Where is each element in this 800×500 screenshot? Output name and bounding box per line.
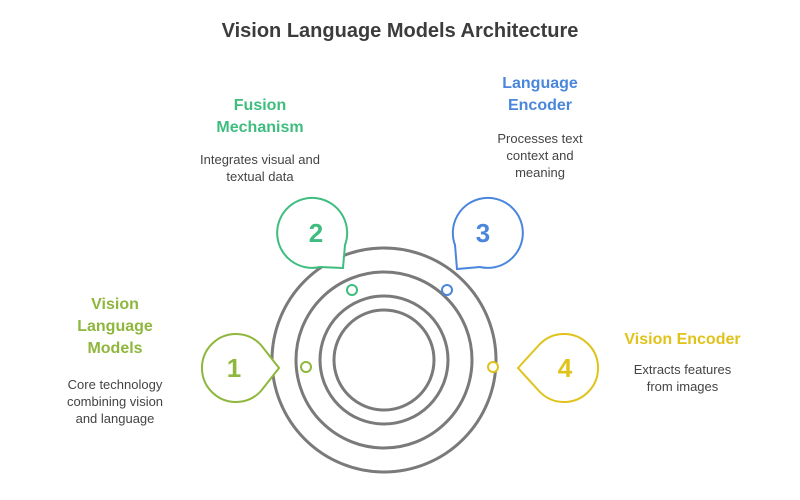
- connector-dot-1: [300, 361, 312, 373]
- connector-dot-2: [346, 284, 358, 296]
- middle-ring: [294, 270, 474, 450]
- item-3-description: Processes text context and meaning: [497, 131, 583, 180]
- diagram-title: Vision Language Models Architecture: [221, 20, 579, 42]
- callout-bubble-2: [276, 196, 349, 270]
- callout-number-3: 3: [476, 218, 490, 248]
- outer-ring: [270, 246, 498, 474]
- callout-bubble-4: [516, 333, 600, 403]
- callout-number-4: 4: [558, 353, 573, 383]
- item-2-label: Fusion Mechanism: [216, 97, 304, 136]
- callout-bubble-1: [200, 333, 281, 403]
- callout-bubble-3: [451, 196, 524, 271]
- item-1-description: Core technology combining vision and lan…: [66, 377, 164, 426]
- connector-dot-4: [487, 361, 499, 373]
- connector-dot-3: [441, 284, 453, 296]
- item-4-label: Vision Encoder: [624, 331, 741, 348]
- item-4-description: Extracts features from images: [633, 362, 732, 394]
- callout-number-2: 2: [309, 218, 323, 248]
- item-1-label: Vision Language Models: [77, 296, 153, 357]
- core-ring: [332, 308, 436, 412]
- item-3-label: Language Encoder: [502, 75, 578, 114]
- inner-ring: [318, 294, 450, 426]
- item-2-description: Integrates visual and textual data: [200, 152, 320, 184]
- callout-number-1: 1: [227, 353, 241, 383]
